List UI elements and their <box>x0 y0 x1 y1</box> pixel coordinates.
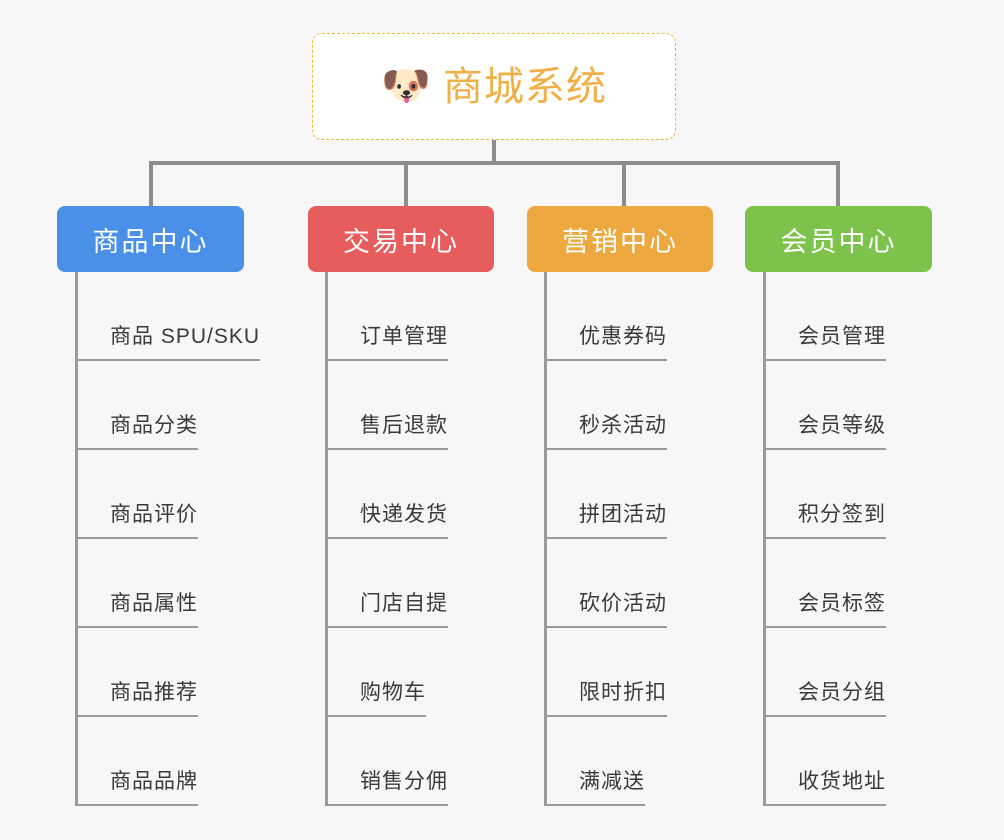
leaf-item-label: 商品 SPU/SKU <box>110 326 261 361</box>
leaf-item-label: 订单管理 <box>360 326 448 361</box>
leaf-item[interactable]: 商品 SPU/SKU <box>75 272 261 361</box>
leaf-item[interactable]: 秒杀活动 <box>544 361 713 450</box>
leaf-item-label: 会员等级 <box>798 415 886 450</box>
leaf-list-trade-center: 订单管理售后退款快递发货门店自提购物车销售分佣 <box>308 272 494 806</box>
leaf-item-label: 砍价活动 <box>579 593 667 628</box>
category-header-label: 会员中心 <box>780 226 897 257</box>
leaf-item-label: 会员管理 <box>798 326 886 361</box>
leaf-item[interactable]: 商品品牌 <box>75 717 244 806</box>
leaf-item-label: 满减送 <box>579 771 645 806</box>
leaf-item-label: 收货地址 <box>798 771 886 806</box>
root-node[interactable]: 🐶 商城系统 <box>312 33 676 140</box>
leaf-item-label: 会员分组 <box>798 682 886 717</box>
column-trade-center: 交易中心订单管理售后退款快递发货门店自提购物车销售分佣 <box>308 206 494 806</box>
leaf-item[interactable]: 商品分类 <box>75 361 244 450</box>
leaf-item[interactable]: 商品推荐 <box>75 628 244 717</box>
connector-drop-trade-center <box>404 161 408 208</box>
leaf-item[interactable]: 限时折扣 <box>544 628 713 717</box>
connector-root-stem <box>492 140 496 164</box>
leaf-item[interactable]: 购物车 <box>325 628 494 717</box>
leaf-item-label: 商品评价 <box>110 504 198 539</box>
leaf-item[interactable]: 优惠券码 <box>544 272 713 361</box>
leaf-item-label: 商品属性 <box>110 593 198 628</box>
leaf-item[interactable]: 订单管理 <box>325 272 494 361</box>
leaf-item[interactable]: 门店自提 <box>325 539 494 628</box>
leaf-item-label: 优惠券码 <box>579 326 667 361</box>
leaf-item[interactable]: 销售分佣 <box>325 717 494 806</box>
leaf-item[interactable]: 会员等级 <box>763 361 932 450</box>
leaf-list-marketing-center: 优惠券码秒杀活动拼团活动砍价活动限时折扣满减送 <box>527 272 713 806</box>
leaf-item[interactable]: 快递发货 <box>325 450 494 539</box>
leaf-item[interactable]: 会员管理 <box>763 272 932 361</box>
leaf-item-label: 销售分佣 <box>360 771 448 806</box>
connector-drop-marketing-center <box>622 161 626 208</box>
leaf-item-label: 会员标签 <box>798 593 886 628</box>
connector-horizontal-bus <box>149 161 837 165</box>
connector-trunk-member-center <box>763 272 766 806</box>
leaf-item-label: 秒杀活动 <box>579 415 667 450</box>
leaf-list-product-center: 商品 SPU/SKU 商品分类商品评价商品属性商品推荐商品品牌 <box>57 272 261 806</box>
leaf-item[interactable]: 售后退款 <box>325 361 494 450</box>
leaf-item[interactable]: 积分签到 <box>763 450 932 539</box>
root-node-title: 商城系统 <box>442 64 607 109</box>
connector-trunk-marketing-center <box>544 272 547 806</box>
leaf-item[interactable]: 商品属性 <box>75 539 244 628</box>
connector-drop-product-center <box>149 161 153 208</box>
column-member-center: 会员中心会员管理会员等级积分签到会员标签会员分组收货地址 <box>745 206 932 806</box>
leaf-item[interactable]: 满减送 <box>544 717 713 806</box>
column-product-center: 商品中心商品 SPU/SKU 商品分类商品评价商品属性商品推荐商品品牌 <box>57 206 261 806</box>
dog-face-icon: 🐶 <box>381 63 431 108</box>
connector-drop-member-center <box>836 161 840 208</box>
leaf-item-label: 售后退款 <box>360 415 448 450</box>
leaf-item-label: 门店自提 <box>360 593 448 628</box>
leaf-item[interactable]: 会员标签 <box>763 539 932 628</box>
category-header-product-center[interactable]: 商品中心 <box>57 206 244 272</box>
leaf-item-label: 购物车 <box>360 682 426 717</box>
leaf-item-label: 商品推荐 <box>110 682 198 717</box>
leaf-item-label: 限时折扣 <box>579 682 667 717</box>
leaf-list-member-center: 会员管理会员等级积分签到会员标签会员分组收货地址 <box>745 272 932 806</box>
leaf-item-label: 商品分类 <box>110 415 198 450</box>
leaf-item-label: 拼团活动 <box>579 504 667 539</box>
connector-trunk-trade-center <box>325 272 328 806</box>
leaf-item[interactable]: 商品评价 <box>75 450 244 539</box>
leaf-item-label: 积分签到 <box>798 504 886 539</box>
leaf-item-label: 快递发货 <box>360 504 448 539</box>
category-header-member-center[interactable]: 会员中心 <box>745 206 932 272</box>
category-header-label: 营销中心 <box>562 226 678 257</box>
category-header-marketing-center[interactable]: 营销中心 <box>527 206 713 272</box>
leaf-item[interactable]: 会员分组 <box>763 628 932 717</box>
column-marketing-center: 营销中心优惠券码秒杀活动拼团活动砍价活动限时折扣满减送 <box>527 206 713 806</box>
connector-trunk-product-center <box>75 272 78 806</box>
leaf-item[interactable]: 拼团活动 <box>544 450 713 539</box>
category-header-trade-center[interactable]: 交易中心 <box>308 206 494 272</box>
leaf-item[interactable]: 收货地址 <box>763 717 932 806</box>
leaf-item-label: 商品品牌 <box>110 771 198 806</box>
category-header-label: 交易中心 <box>343 226 459 257</box>
category-header-label: 商品中心 <box>92 226 209 257</box>
leaf-item[interactable]: 砍价活动 <box>544 539 713 628</box>
